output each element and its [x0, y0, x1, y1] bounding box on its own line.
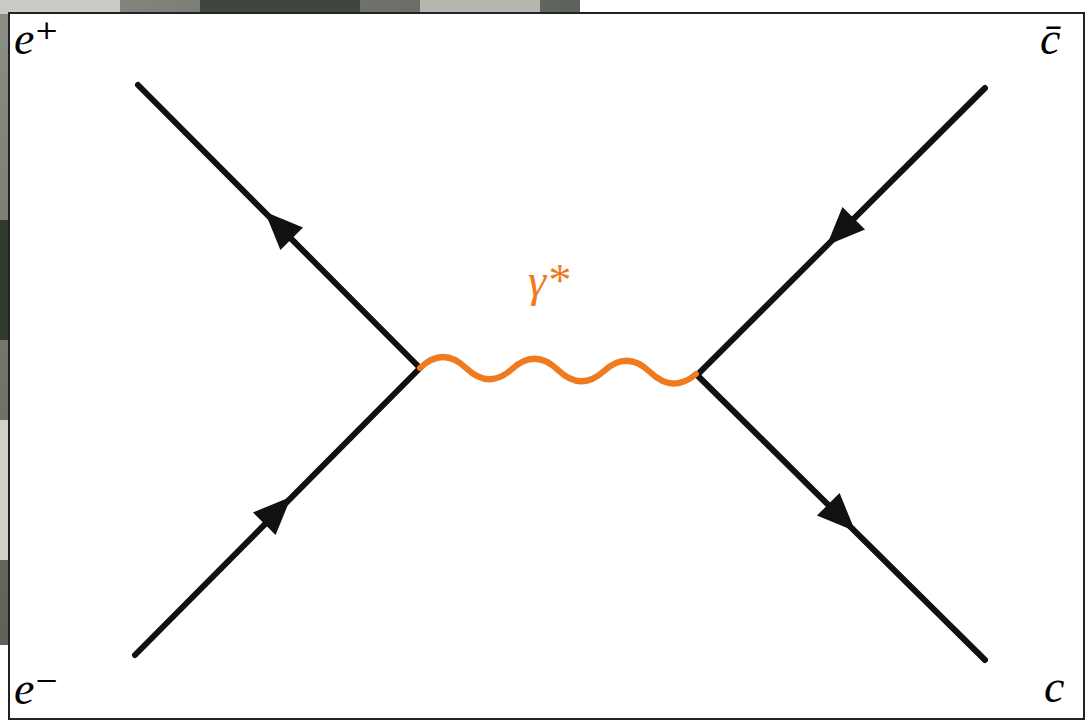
arrowhead — [254, 201, 303, 250]
particle-label: e⁻ — [14, 666, 59, 712]
arrowhead — [816, 207, 865, 256]
photon-line — [420, 357, 696, 384]
charm-line — [697, 375, 985, 660]
particle-label: e⁺ — [14, 16, 59, 62]
electron-line — [135, 368, 420, 655]
particle-label: c̄ — [1040, 16, 1060, 62]
anticharm-line — [697, 88, 985, 375]
positron-line — [138, 85, 420, 368]
arrowhead — [253, 486, 302, 535]
photon-label: γ* — [528, 258, 569, 304]
arrowhead — [817, 493, 866, 542]
particle-label: c — [1044, 664, 1064, 710]
